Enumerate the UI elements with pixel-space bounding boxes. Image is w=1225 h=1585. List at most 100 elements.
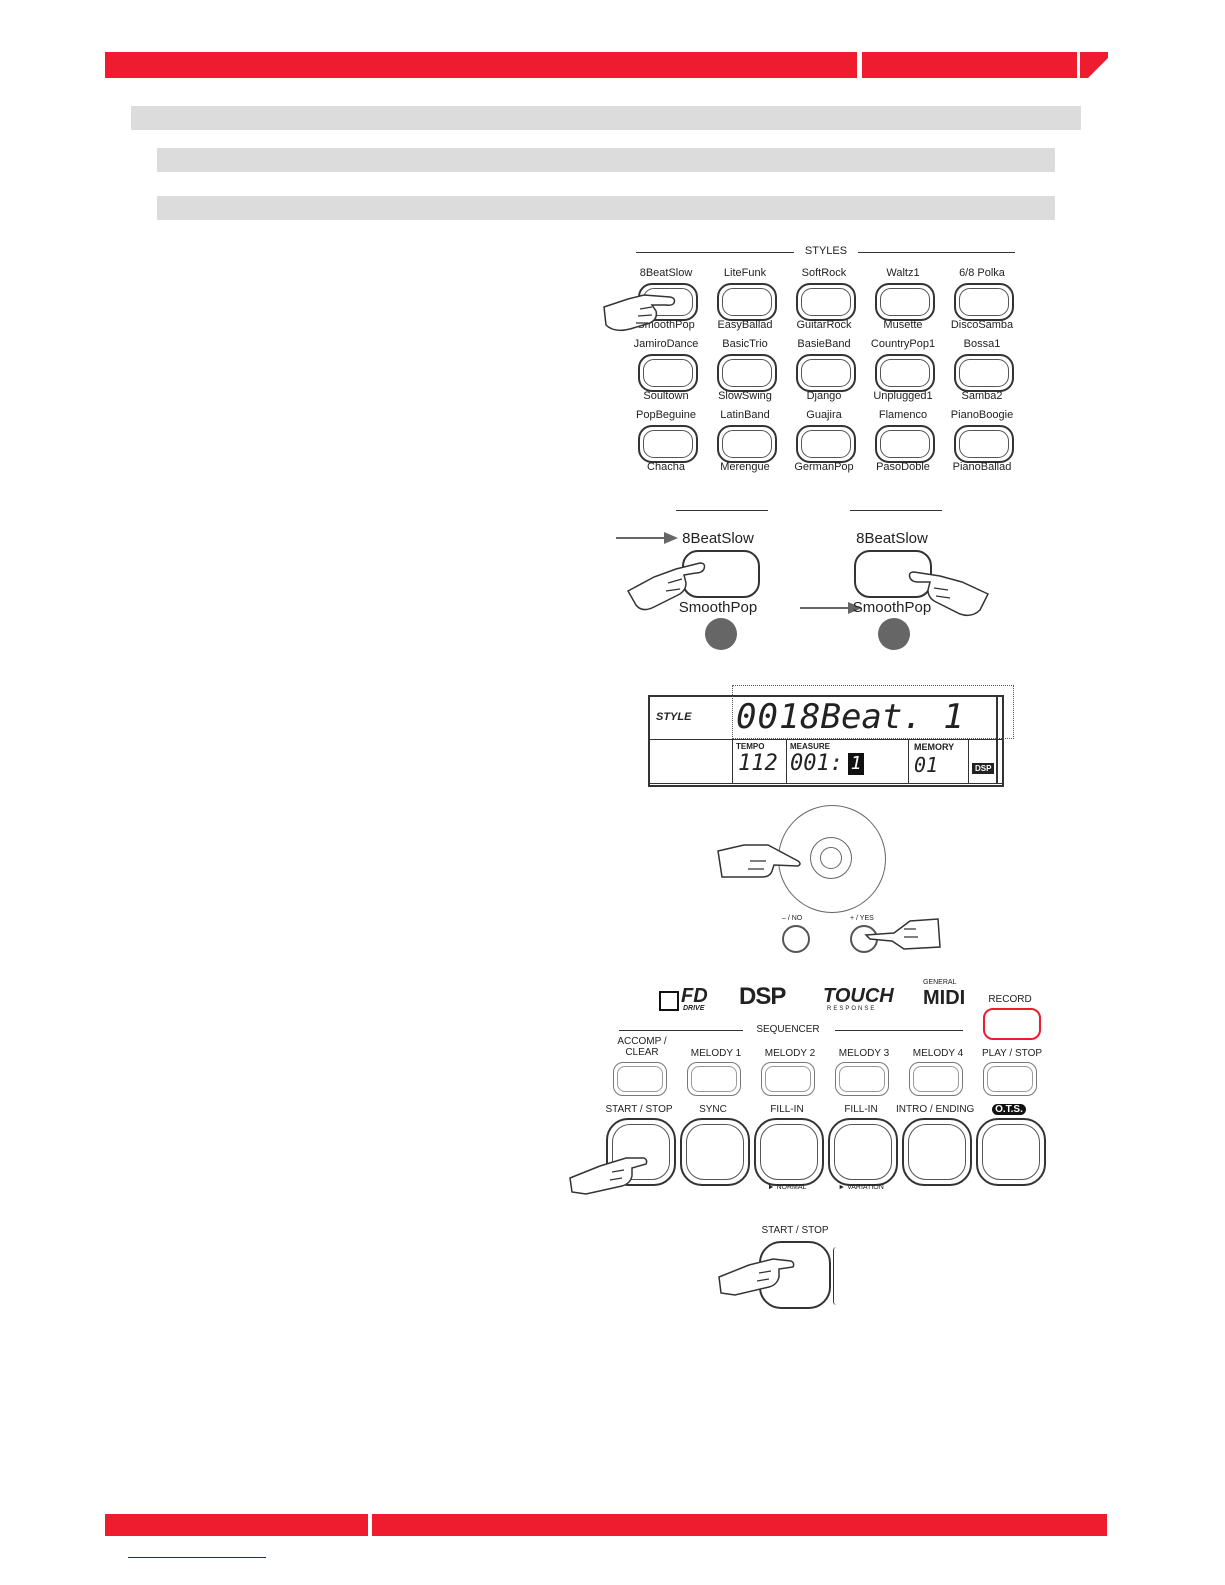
control-button-label: FILL-IN	[770, 1104, 804, 1115]
style-bottom-label: PasoDoble	[876, 461, 930, 473]
style-button[interactable]	[638, 425, 698, 463]
style-button[interactable]	[717, 354, 777, 392]
fd-sub-logo: DRIVE	[683, 1005, 705, 1012]
style-button[interactable]	[638, 354, 698, 392]
style-select-diagram: 8BeatSlow SmoothPop 8BeatSlow SmoothPop	[610, 500, 1010, 655]
minus-no-label: – / NO	[782, 915, 803, 922]
fd-logo: FD	[681, 985, 708, 1007]
control-button-label: FILL-IN	[844, 1104, 878, 1115]
style-bottom-label: Musette	[883, 319, 923, 331]
styles-heading: STYLES	[804, 245, 848, 257]
style-top-label: SoftRock	[801, 267, 847, 279]
style-top-label: PianoBoogie	[950, 409, 1014, 421]
midi-top-logo: GENERAL	[923, 979, 957, 986]
left-bottom-label: SmoothPop	[678, 599, 758, 616]
lcd-memory-label: MEMORY	[914, 742, 955, 752]
right-bottom-label: SmoothPop	[852, 599, 932, 616]
sequencer-button[interactable]	[835, 1062, 889, 1096]
style-top-label: 8BeatSlow	[639, 267, 693, 279]
section-heading-bar	[131, 106, 1081, 130]
lcd-divider	[650, 739, 1002, 740]
style-bottom-label: DiscoSamba	[950, 319, 1014, 331]
lcd-dsp-badge: DSP	[972, 763, 995, 774]
style-bottom-label: Samba2	[961, 390, 1003, 402]
style-button[interactable]	[796, 425, 856, 463]
style-button[interactable]	[717, 425, 777, 463]
lcd-bottom-line	[648, 783, 1004, 784]
left-indicator-dot	[705, 618, 737, 650]
sequencer-button-label: ACCOMP / CLEAR	[617, 1036, 667, 1058]
style-button[interactable]	[954, 283, 1014, 321]
style-top-label: PopBeguine	[636, 409, 696, 421]
lcd-sep-1	[732, 739, 733, 783]
style-button[interactable]	[717, 283, 777, 321]
style-bottom-label: Unplugged1	[873, 390, 933, 402]
data-dial-area: – / NO + / YES	[700, 805, 960, 955]
lcd-sep-3	[908, 739, 909, 783]
lcd-style-name: 8Beat. 1	[800, 697, 964, 737]
control-button[interactable]	[754, 1118, 824, 1186]
right-hand-icon	[908, 571, 990, 617]
control-button[interactable]	[976, 1118, 1046, 1186]
dial-hand-icon	[717, 844, 801, 878]
subsection-bar-1	[157, 148, 1055, 172]
style-button[interactable]	[796, 283, 856, 321]
style-bottom-label: Merengue	[720, 461, 770, 473]
right-top-label: 8BeatSlow	[856, 530, 928, 547]
style-button[interactable]	[875, 354, 935, 392]
control-button-label: START / STOP	[605, 1104, 673, 1115]
style-button[interactable]	[954, 354, 1014, 392]
plus-hand-icon	[864, 918, 941, 950]
start-hand-icon	[569, 1157, 648, 1195]
dsp-logo: DSP	[739, 983, 786, 1010]
style-bottom-label: Soultown	[643, 390, 689, 402]
style-bottom-label: SlowSwing	[718, 390, 772, 402]
style-top-label: Waltz1	[886, 267, 920, 279]
style-button[interactable]	[954, 425, 1014, 463]
control-button[interactable]	[680, 1118, 750, 1186]
sequencer-button-label: MELODY 4	[912, 1048, 964, 1059]
style-top-label: LatinBand	[720, 409, 770, 421]
footer-link-underline[interactable]	[128, 1557, 266, 1558]
sequencer-button-label: MELODY 3	[838, 1048, 890, 1059]
style-button[interactable]	[875, 425, 935, 463]
control-sub-label: ► VARIATION	[838, 1184, 884, 1191]
style-top-label: Guajira	[806, 409, 842, 421]
sequencer-button[interactable]	[909, 1062, 963, 1096]
style-top-label: BasieBand	[797, 338, 851, 350]
sequencer-button[interactable]	[983, 1062, 1037, 1096]
footer-bar-left	[105, 1514, 368, 1536]
control-button[interactable]	[828, 1118, 898, 1186]
lcd-dotted-highlight	[732, 685, 1014, 739]
sequencer-line-right	[835, 1030, 963, 1031]
sequencer-button[interactable]	[687, 1062, 741, 1096]
sequencer-button[interactable]	[613, 1062, 667, 1096]
lcd-right-edge	[996, 697, 998, 783]
header-corner-tab	[1080, 52, 1108, 78]
sequencer-button-label: PLAY / STOP	[981, 1048, 1043, 1059]
record-button[interactable]	[983, 1008, 1041, 1040]
arrow-right-icon	[800, 602, 862, 614]
midi-logo: MIDI	[923, 987, 966, 1009]
control-button-label: O.T.S.	[992, 1104, 1026, 1115]
style-bottom-label: Chacha	[647, 461, 685, 473]
control-button-label: SYNC	[699, 1104, 727, 1115]
style-top-label: JamiroDance	[633, 338, 699, 350]
start-stop-zoom: START / STOP	[715, 1225, 855, 1310]
left-hand-icon	[626, 562, 706, 611]
style-bottom-label: Django	[806, 390, 842, 402]
arrow-right-icon	[616, 532, 678, 544]
control-button-label: INTRO / ENDING	[896, 1104, 975, 1115]
start-stop-zoom-edge	[833, 1247, 840, 1305]
sequencer-button[interactable]	[761, 1062, 815, 1096]
control-button[interactable]	[902, 1118, 972, 1186]
minus-no-button[interactable]	[782, 925, 810, 953]
style-button[interactable]	[796, 354, 856, 392]
right-group-line	[850, 510, 942, 511]
zoom-hand-icon	[718, 1258, 795, 1296]
lcd-sep-4	[968, 739, 969, 783]
style-button[interactable]	[875, 283, 935, 321]
data-dial-hub	[820, 847, 842, 869]
